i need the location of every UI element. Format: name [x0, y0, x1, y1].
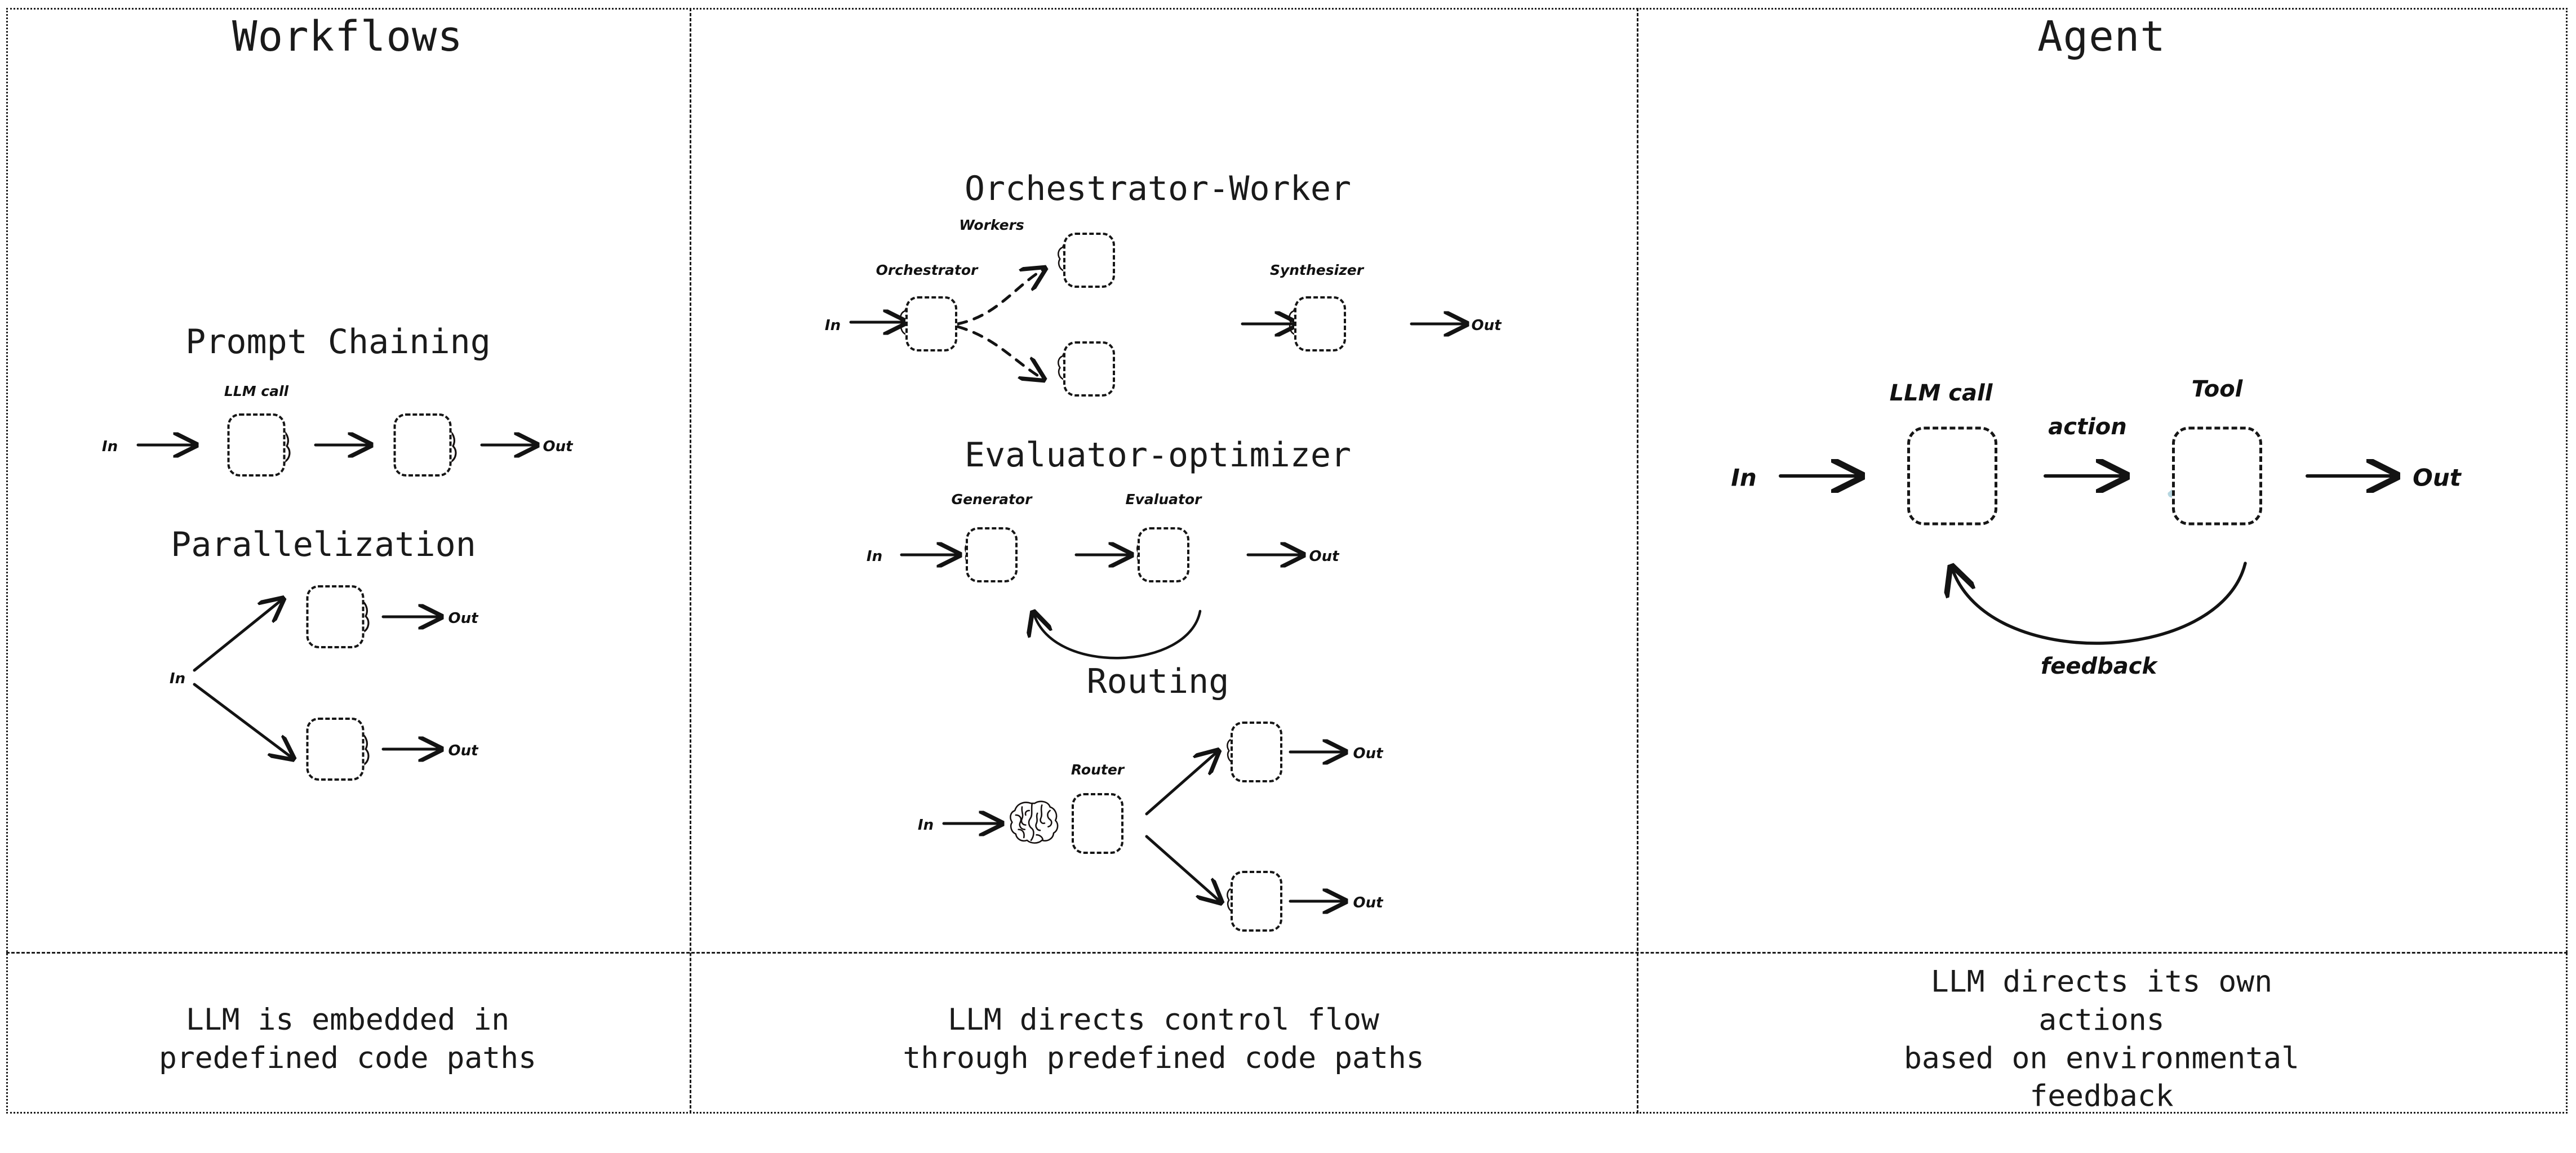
caption-divider [6, 952, 2568, 954]
node-route-target-bottom[interactable] [1231, 871, 1282, 932]
node-agent-llm-call[interactable] [1907, 426, 1997, 526]
column-divider-2 [1637, 8, 1638, 1114]
label-tool: Tool [2191, 376, 2243, 402]
node-worker-1[interactable] [1063, 233, 1115, 288]
io-out-parallelization-bottom: Out [448, 742, 478, 759]
label-action: action [2048, 414, 2127, 440]
node-llm-call-2[interactable] [393, 413, 452, 477]
io-out-prompt-chaining: Out [543, 438, 573, 455]
caption-workflows-left: LLM is embedded in predefined code paths [158, 1003, 537, 1075]
node-orchestrator[interactable] [905, 296, 957, 351]
label-llm-call-agent: LLM call [1889, 380, 1993, 406]
column-title-workflows: Workflows [232, 12, 463, 61]
caption-workflows-mid: LLM directs control flow through predefi… [903, 1003, 1424, 1075]
column-divider-1 [690, 8, 691, 1114]
routing-arrows [942, 752, 1344, 901]
node-agent-tool[interactable] [2172, 426, 2262, 526]
section-title-prompt-chaining: Prompt Chaining [185, 322, 491, 362]
io-out-agent: Out [2413, 464, 2461, 492]
agent-arrows [1779, 476, 2395, 645]
io-in-evaluator-optimizer: In [866, 548, 883, 565]
node-route-target-top[interactable] [1231, 722, 1282, 782]
section-title-orchestrator-worker: Orchestrator-Worker [964, 169, 1352, 208]
node-synthesizer[interactable] [1294, 296, 1346, 351]
node-worker-2[interactable] [1063, 341, 1115, 397]
label-feedback: feedback [2040, 653, 2157, 679]
section-title-evaluator-optimizer: Evaluator-optimizer [964, 435, 1352, 475]
node-evaluator[interactable] [1138, 527, 1189, 582]
io-in-orchestrator-worker: In [824, 317, 841, 334]
io-out-routing-bottom: Out [1353, 894, 1383, 911]
evaluator-optimizer-arrows [900, 555, 1302, 660]
label-orchestrator: Orchestrator [876, 262, 978, 278]
io-in-prompt-chaining: In [101, 438, 118, 455]
io-in-routing: In [917, 817, 934, 834]
node-parallel-llm-bottom[interactable] [306, 718, 365, 781]
caption-agent: LLM directs its own actions based on env… [1904, 964, 2299, 1114]
node-generator[interactable] [966, 527, 1018, 582]
io-out-orchestrator-worker: Out [1471, 317, 1502, 334]
io-out-routing-top: Out [1353, 745, 1383, 762]
label-generator: Generator [951, 491, 1032, 508]
column-title-agent: Agent [2037, 12, 2166, 61]
section-title-parallelization: Parallelization [171, 525, 476, 564]
io-out-parallelization-top: Out [448, 610, 478, 627]
node-router[interactable] [1072, 793, 1123, 854]
label-llm-call-chaining: LLM call [224, 383, 289, 399]
io-in-agent: In [1731, 464, 1757, 492]
label-workers: Workers [959, 217, 1024, 233]
io-in-parallelization: In [169, 670, 186, 687]
label-evaluator: Evaluator [1125, 491, 1202, 508]
label-synthesizer: Synthesizer [1269, 262, 1364, 278]
node-parallel-llm-top[interactable] [306, 585, 365, 648]
label-router: Router [1071, 762, 1125, 778]
node-llm-call-1[interactable] [227, 413, 286, 477]
section-title-routing: Routing [1086, 662, 1229, 701]
io-out-evaluator-optimizer: Out [1309, 548, 1339, 565]
